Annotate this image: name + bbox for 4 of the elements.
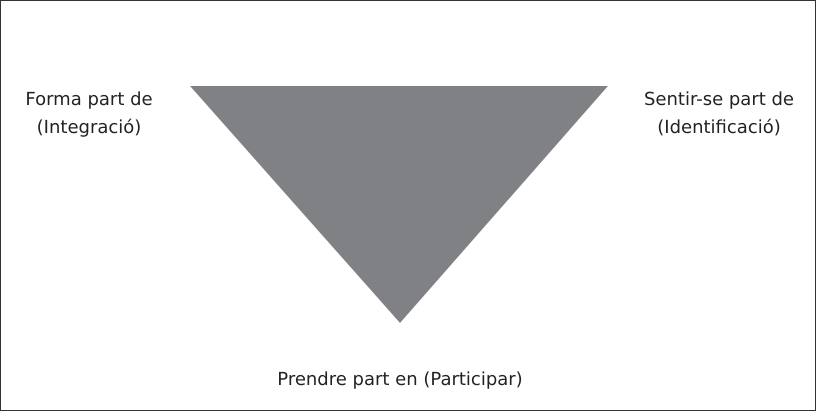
inverted-triangle bbox=[190, 86, 608, 323]
vertex-label: Forma part de (Integració) bbox=[24, 88, 154, 140]
vertex-label: Prendre part en (Participar) bbox=[276, 368, 524, 392]
vertex-label: Sentir-se part de (Identificació) bbox=[642, 88, 796, 140]
